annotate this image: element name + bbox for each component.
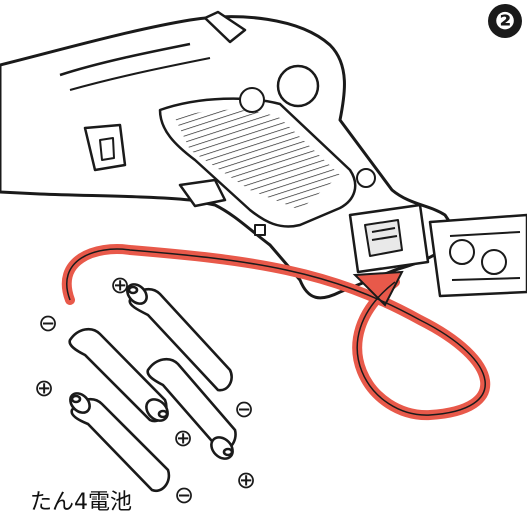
battery-caption: たん4電池	[30, 484, 132, 516]
plus-marker-3: ⊕	[173, 424, 193, 452]
plus-marker-2: ⊕	[34, 374, 54, 402]
minus-marker-1: ⊖	[38, 309, 58, 337]
plus-marker-1: ⊕	[110, 271, 130, 299]
aaa-batteries	[67, 281, 237, 491]
plus-marker-4: ⊕	[236, 466, 256, 494]
minus-marker-3: ⊖	[174, 481, 194, 509]
minus-marker-2: ⊖	[234, 395, 254, 423]
step-number-badge: ❷	[488, 4, 522, 38]
